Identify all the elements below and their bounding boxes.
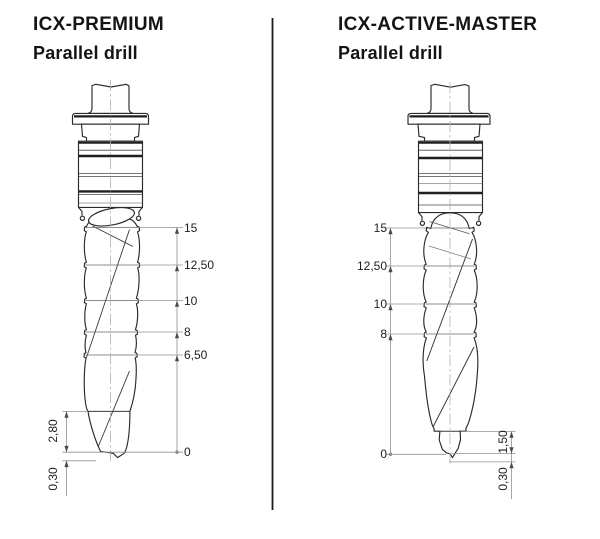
right-dim-label-12-50: 12,50 bbox=[356, 259, 387, 273]
right-dimension-lines bbox=[385, 227, 516, 499]
right-product-title: ICX-ACTIVE-MASTER bbox=[338, 14, 538, 35]
right-dim-label-8: 8 bbox=[380, 327, 387, 341]
left-foot-right bbox=[138, 207, 143, 216]
right-body-bands bbox=[419, 141, 482, 206]
left-bead-left bbox=[79, 215, 86, 221]
right-dim-label-15: 15 bbox=[373, 221, 387, 235]
left-dim-label-0: 0 bbox=[184, 445, 191, 460]
left-dim-label-12-50: 12,50 bbox=[184, 258, 215, 272]
right-bead-left bbox=[419, 220, 426, 226]
left-dim-label-8: 8 bbox=[184, 325, 191, 339]
right-drill-drawing bbox=[407, 82, 491, 466]
left-bead-right bbox=[135, 215, 142, 221]
right-dim-label-10: 10 bbox=[373, 297, 387, 311]
left-title-block: ICX-PREMIUM Parallel drill bbox=[33, 14, 165, 64]
right-dimension-arrows bbox=[388, 228, 514, 469]
right-dim-label-0-30: 0,30 bbox=[496, 466, 510, 491]
left-dim-label-2-80: 2,80 bbox=[46, 419, 60, 443]
left-dim-label-10: 10 bbox=[184, 293, 198, 308]
left-flute-spirals bbox=[85, 225, 134, 447]
left-product-title: ICX-PREMIUM bbox=[33, 14, 165, 35]
left-foot-left bbox=[78, 207, 83, 216]
right-drill-body bbox=[417, 140, 484, 214]
right-dim-label-0: 0 bbox=[380, 447, 387, 462]
left-drill-flute bbox=[83, 215, 141, 459]
left-dimension-lines bbox=[62, 227, 183, 496]
right-bead-right bbox=[475, 220, 482, 226]
right-foot-left bbox=[418, 212, 423, 221]
left-dim-label-15: 15 bbox=[184, 220, 198, 235]
right-title-block: ICX-ACTIVE-MASTER Parallel drill bbox=[338, 14, 538, 64]
right-dim-label-1-50: 1,50 bbox=[496, 430, 510, 454]
right-drill-flange bbox=[407, 112, 491, 125]
left-dim-label-6-50: 6,50 bbox=[184, 348, 208, 362]
left-dimension-arrows bbox=[64, 227, 180, 468]
left-product-subtitle: Parallel drill bbox=[33, 42, 138, 63]
left-dim-label-0-30: 0,30 bbox=[46, 467, 60, 491]
right-product-subtitle: Parallel drill bbox=[338, 42, 443, 63]
left-drill-drawing bbox=[71, 80, 150, 464]
right-drill-neck bbox=[417, 123, 481, 142]
left-flute-top-face bbox=[87, 207, 136, 227]
right-foot-right bbox=[478, 212, 483, 221]
right-drill-flute bbox=[422, 212, 479, 459]
